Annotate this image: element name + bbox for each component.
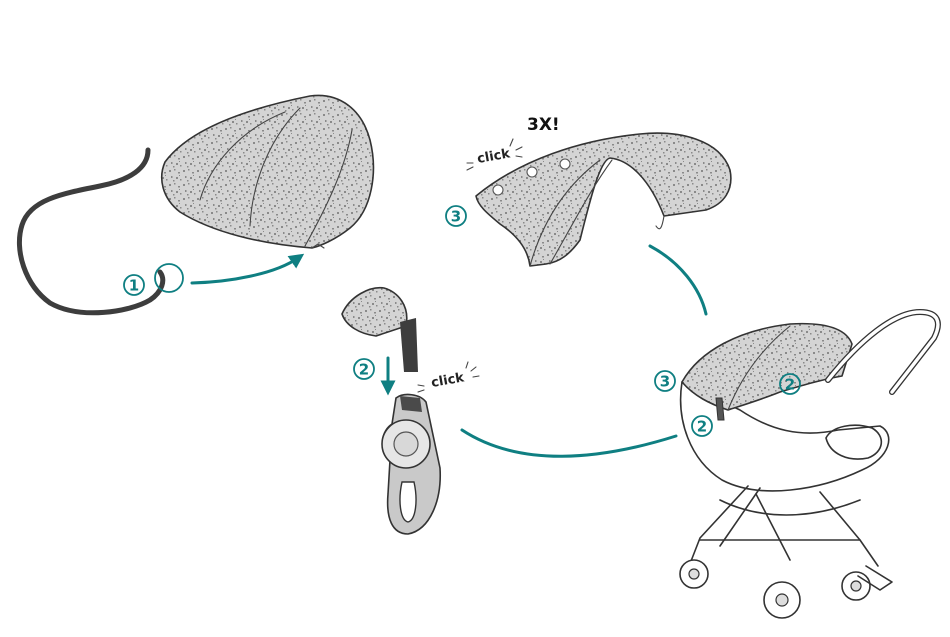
wheel-icon bbox=[764, 582, 800, 618]
canopy-icon bbox=[476, 133, 731, 266]
step-2-number: 2 bbox=[785, 376, 795, 394]
step-3-marker-stroller: 3 bbox=[655, 371, 675, 391]
step-1-number: 1 bbox=[129, 277, 139, 295]
wheel-icon bbox=[842, 572, 870, 600]
step-2-number: 2 bbox=[697, 418, 707, 436]
step-2-marker-clip: 2 bbox=[354, 359, 374, 379]
step-3-number: 3 bbox=[451, 208, 461, 226]
stroller-icon bbox=[680, 312, 938, 618]
step-3-marker-canopy: 3 bbox=[446, 206, 466, 226]
canopy-icon bbox=[162, 95, 374, 248]
connector-line bbox=[462, 430, 676, 456]
canopy-corner-icon bbox=[342, 288, 418, 372]
click-count-label: 3X! bbox=[527, 115, 560, 135]
arrow-icon bbox=[192, 258, 298, 283]
step-3-number: 3 bbox=[660, 373, 670, 391]
click-label-canopy: click bbox=[476, 146, 511, 167]
step-2-marker-stroller-left: 2 bbox=[692, 416, 712, 436]
step-2-number: 2 bbox=[359, 361, 369, 379]
mount-clip-icon bbox=[382, 395, 440, 534]
step-1-marker: 1 bbox=[124, 275, 144, 295]
wire-end-highlight bbox=[155, 264, 183, 292]
click-label-clip: click bbox=[430, 370, 465, 391]
wheel-icon bbox=[680, 560, 708, 588]
connector-line bbox=[650, 246, 706, 314]
wire-frame-icon bbox=[19, 150, 162, 313]
